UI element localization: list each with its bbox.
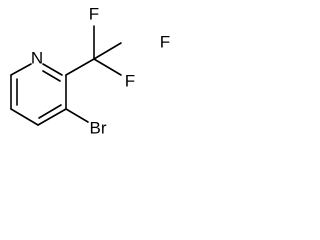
chemical-structure: N F F F Br: [10, 5, 170, 138]
bond-n-c6: [10, 63, 32, 76]
bond-n-c2: [42, 63, 63, 76]
bond-c-f-right: [93, 42, 122, 60]
bromine-substituent: [65, 108, 89, 123]
bond-c-f-middle: [93, 58, 122, 76]
bond-n-c2-double: [42, 70, 61, 82]
bond-c4-c3: [37, 108, 67, 126]
pyridine-ring: [10, 63, 67, 126]
nitrogen-label: N: [31, 49, 43, 68]
bromine-label: Br: [90, 119, 107, 138]
trifluoromethyl-group: [65, 25, 122, 76]
bond-c4-c3-double: [38, 104, 62, 119]
fluorine-top-label: F: [89, 5, 99, 24]
bond-c5-c4: [10, 108, 39, 126]
fluorine-right-label: F: [160, 33, 170, 52]
fluorine-middle-label: F: [125, 72, 135, 91]
bond-c3-br: [65, 108, 89, 123]
bond-c2-cf3: [65, 58, 95, 76]
